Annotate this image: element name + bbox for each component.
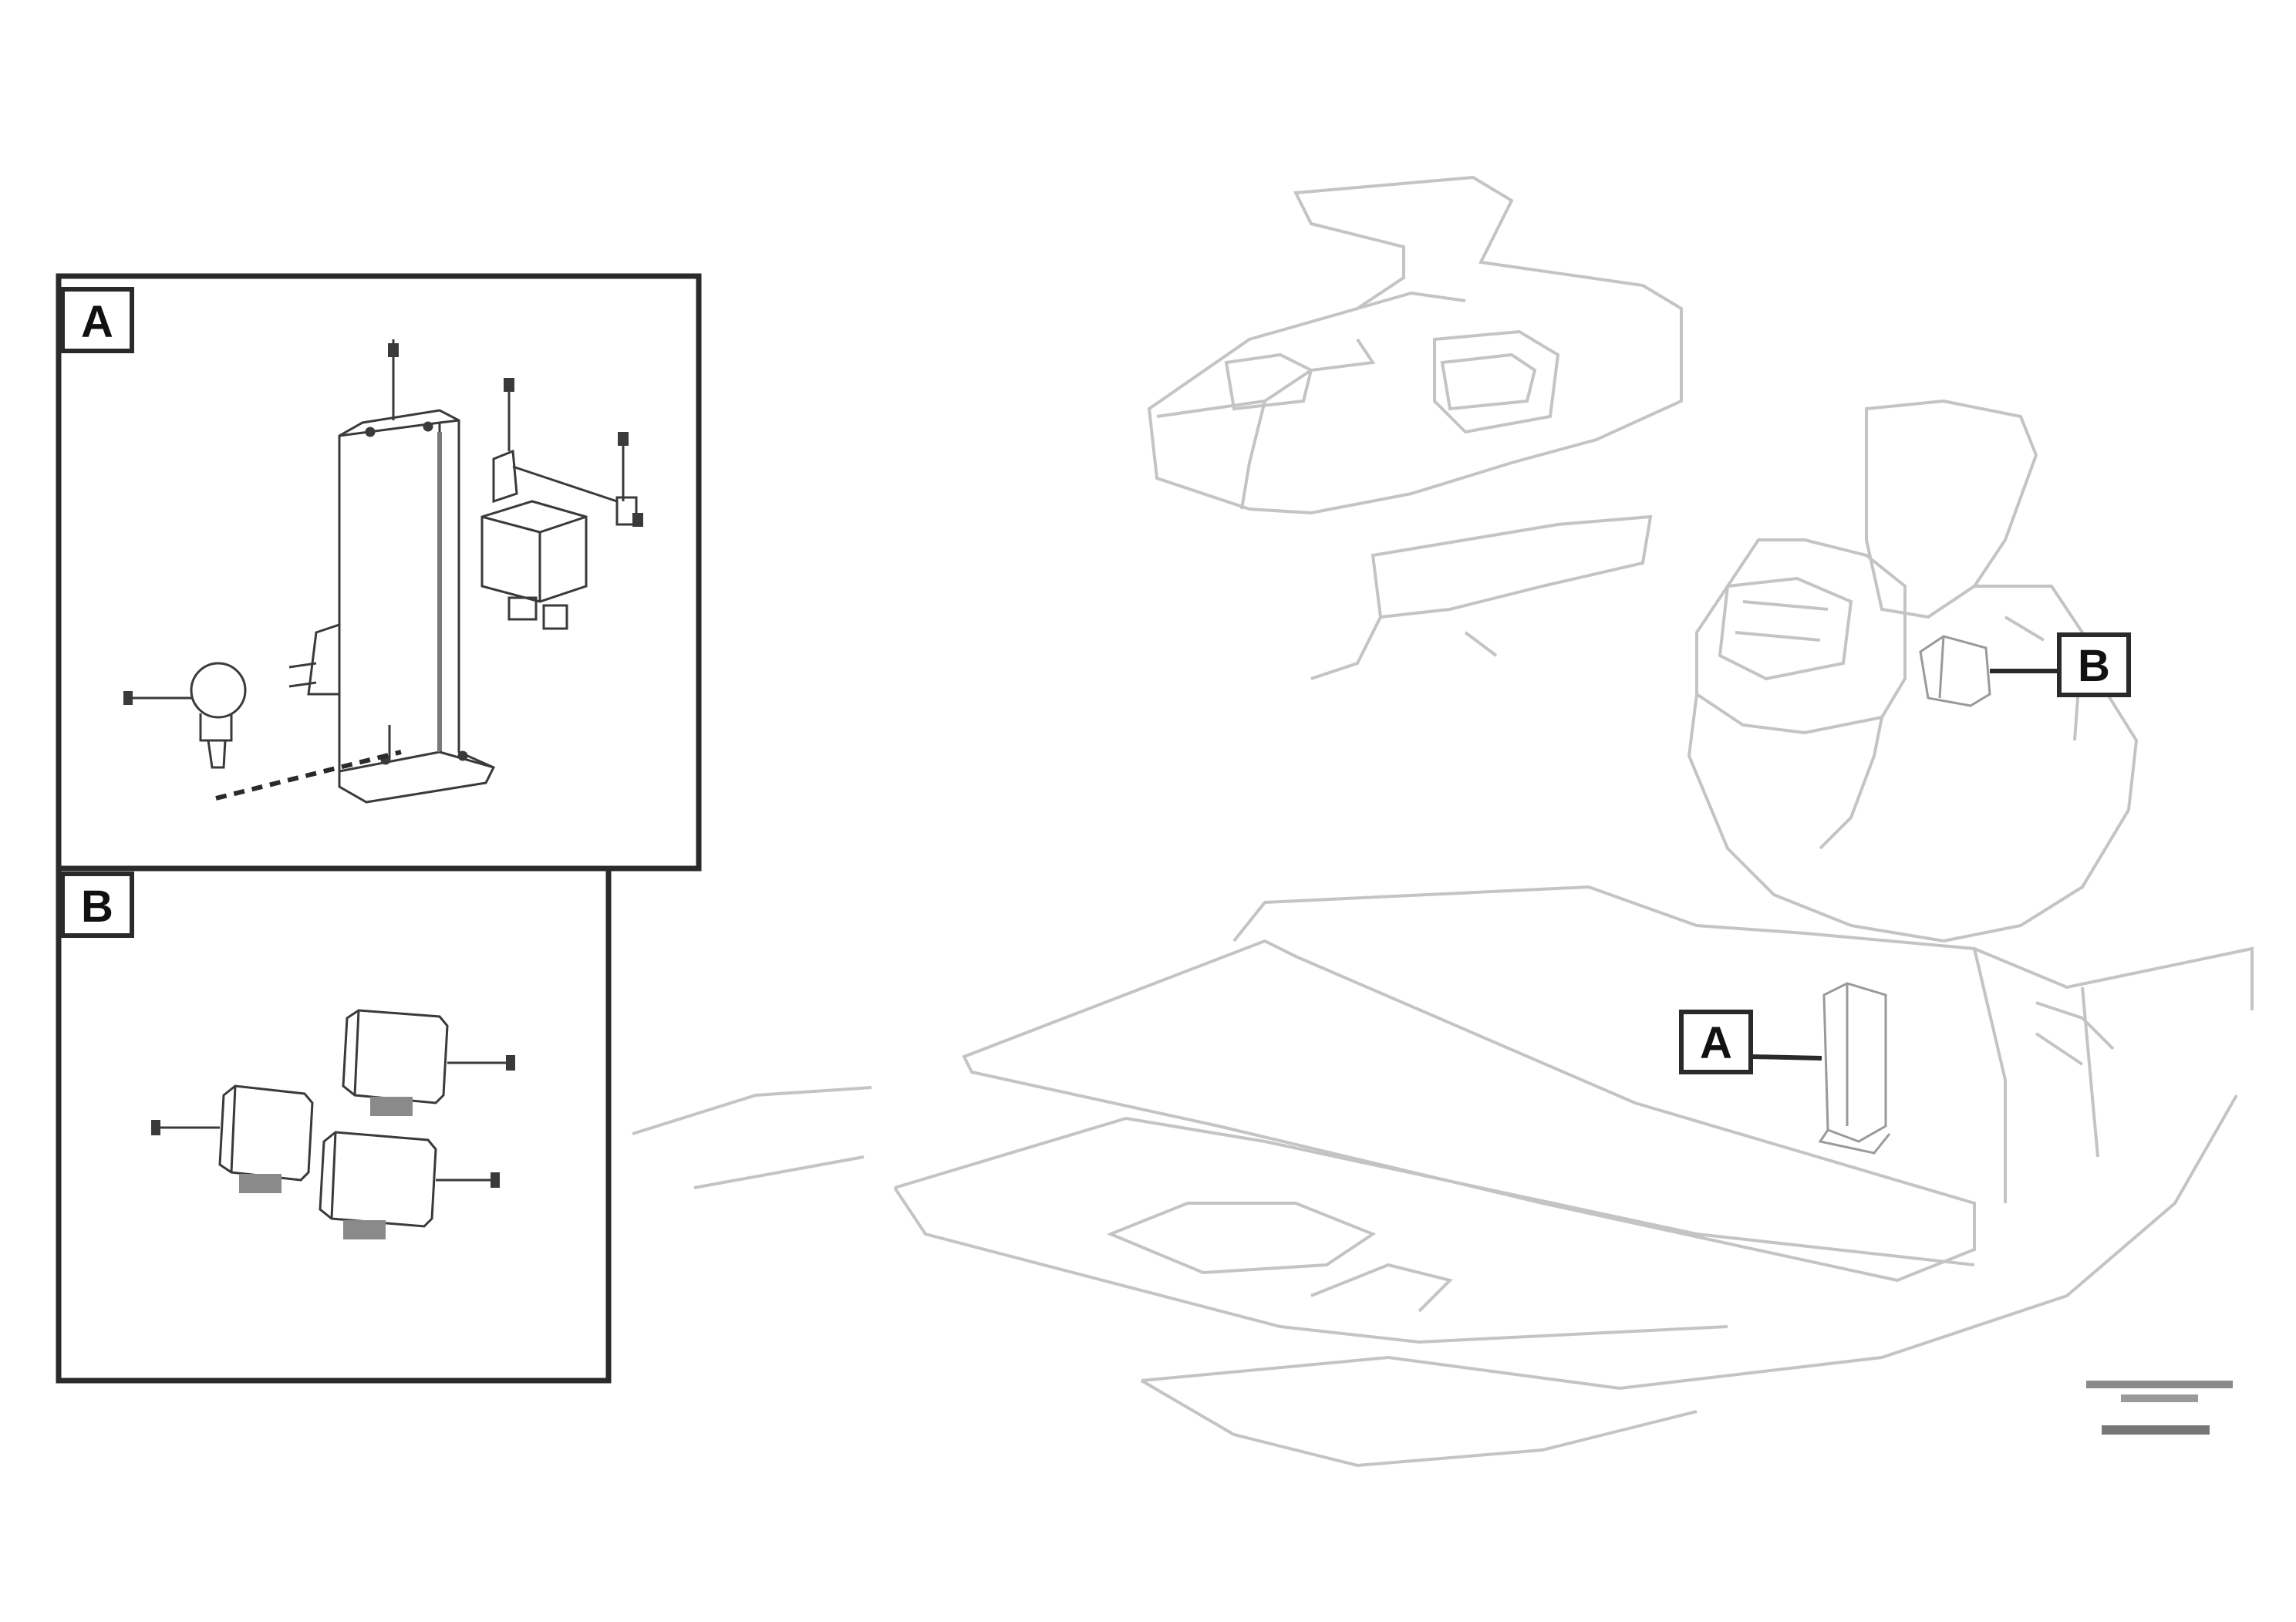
drawing-code-line-1 <box>2086 1381 2233 1388</box>
detail-b-tag-label: B <box>81 882 113 932</box>
detail-a-dash-leader <box>215 750 402 801</box>
detail-a-callout-dots <box>123 343 643 705</box>
detail-b-callout-dots <box>151 1055 515 1188</box>
drawing-code-line-3 <box>2102 1425 2210 1435</box>
callout-a-group[interactable]: A <box>1679 982 1891 1155</box>
detail-b-relay-2[interactable] <box>342 1009 509 1116</box>
detail-a-panel: A <box>56 273 702 872</box>
detail-b-tag[interactable]: B <box>60 872 134 938</box>
detail-b-frame <box>56 865 612 1384</box>
detail-a-tag-label: A <box>81 297 113 347</box>
callout-b-group[interactable]: B <box>1919 632 2131 707</box>
callout-a-part <box>1818 982 1891 1155</box>
callout-a-label: A <box>1700 1018 1732 1068</box>
detail-b-panel: B <box>56 865 612 1384</box>
detail-a-relay[interactable] <box>480 449 638 630</box>
callout-a-box <box>1679 1010 1753 1074</box>
callout-a-leader <box>1752 1054 1822 1061</box>
drawing-code <box>2086 1381 2233 1435</box>
callout-b-label: B <box>2078 641 2110 691</box>
detail-b-relay-3[interactable] <box>319 1131 494 1239</box>
callout-b-box <box>2057 632 2131 697</box>
detail-a-frame <box>56 273 702 872</box>
detail-a-tag[interactable]: A <box>60 287 134 353</box>
callout-b-part <box>1919 635 1991 707</box>
detail-a-bracket[interactable] <box>288 409 496 804</box>
detail-b-relay-1[interactable] <box>154 1084 314 1193</box>
drawing-code-line-2 <box>2121 1394 2198 1402</box>
machine-overview <box>632 175 2254 1468</box>
